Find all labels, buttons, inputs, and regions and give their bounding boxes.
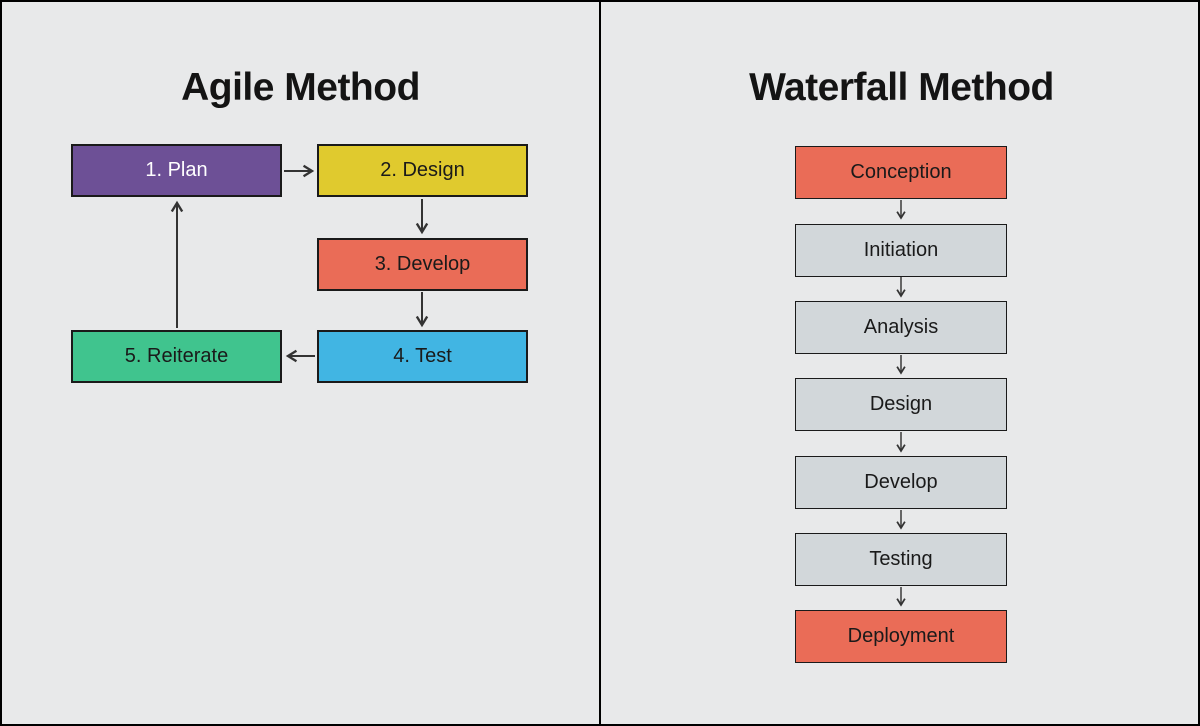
agile-node-plan-label: 1. Plan <box>145 159 208 181</box>
waterfall-node-testing-label: Testing <box>869 548 933 570</box>
panel-divider <box>599 2 601 724</box>
agile-node-reiterate: 5. Reiterate <box>71 330 282 383</box>
waterfall-node-conception: Conception <box>795 146 1007 199</box>
agile-node-plan: 1. Plan <box>71 144 282 197</box>
agile-node-test: 4. Test <box>317 330 528 383</box>
waterfall-node-develop-label: Develop <box>864 471 938 493</box>
agile-node-reiterate-label: 5. Reiterate <box>124 345 229 367</box>
waterfall-node-conception-label: Conception <box>850 161 952 183</box>
waterfall-title: Waterfall Method <box>749 66 1054 109</box>
waterfall-node-develop: Develop <box>795 456 1007 509</box>
agile-node-test-label: 4. Test <box>393 345 452 367</box>
waterfall-node-testing: Testing <box>795 533 1007 586</box>
agile-node-develop: 3. Develop <box>317 238 528 291</box>
agile-node-design-label: 2. Design <box>380 159 465 181</box>
waterfall-node-design-label: Design <box>869 393 933 415</box>
waterfall-node-analysis-label: Analysis <box>863 316 939 338</box>
waterfall-node-initiation: Initiation <box>795 224 1007 277</box>
waterfall-node-deployment: Deployment <box>795 610 1007 663</box>
waterfall-node-initiation-label: Initiation <box>863 239 939 261</box>
waterfall-node-design: Design <box>795 378 1007 431</box>
waterfall-node-analysis: Analysis <box>795 301 1007 354</box>
waterfall-node-deployment-label: Deployment <box>847 625 955 647</box>
agile-title: Agile Method <box>181 66 420 109</box>
agile-node-develop-label: 3. Develop <box>374 253 471 275</box>
agile-node-design: 2. Design <box>317 144 528 197</box>
